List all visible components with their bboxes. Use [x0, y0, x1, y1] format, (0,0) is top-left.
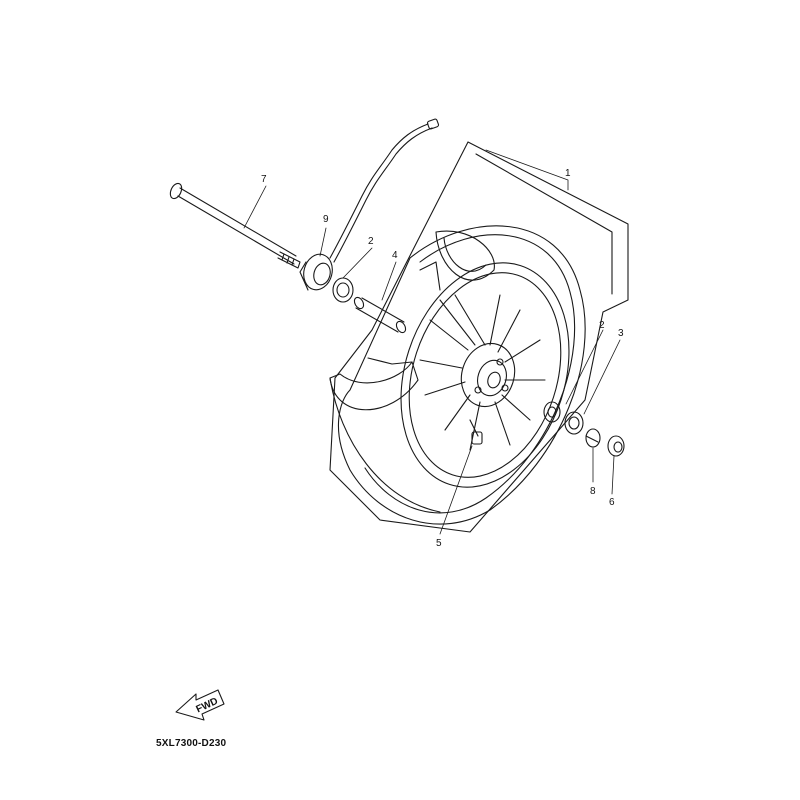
- callout-5: 5: [436, 538, 442, 549]
- speedometer-gear-unit: [299, 118, 440, 291]
- leader-line-2-left: [342, 247, 373, 279]
- leader-line-3: [583, 339, 621, 415]
- callout-6: 6: [609, 497, 615, 508]
- spacer: [353, 296, 407, 334]
- leader-line-4: [381, 261, 397, 301]
- leader-line-2-right: [565, 329, 604, 405]
- bearing-left: [332, 277, 354, 303]
- callout-2-left: 2: [368, 236, 374, 247]
- leader-line-5: [439, 445, 473, 535]
- leader-line-7: [243, 185, 267, 229]
- callout-4: 4: [392, 250, 398, 261]
- collar: [607, 435, 625, 457]
- leader-line-9: [319, 227, 327, 257]
- callout-9: 9: [323, 214, 329, 225]
- forward-arrow-icon: [175, 689, 225, 721]
- assembly-group-outline: [329, 141, 629, 533]
- callout-3: 3: [618, 328, 624, 339]
- oil-seal: [564, 411, 584, 435]
- leader-lines: [243, 149, 621, 535]
- leader-line-6: [611, 455, 615, 495]
- callout-2-right: 2: [599, 320, 605, 331]
- wheel-axle: [169, 182, 301, 269]
- callout-1: 1: [565, 168, 571, 179]
- leader-line-1: [485, 149, 569, 191]
- callout-7: 7: [261, 174, 267, 185]
- bearing-right: [543, 401, 561, 423]
- drawing-code: 5XL7300-D230: [156, 738, 227, 749]
- dust-seal: [585, 428, 601, 448]
- callout-labels: 1 2 2 3 4 5 6 7 8 9 FWD: [195, 168, 624, 715]
- callout-8: 8: [590, 486, 596, 497]
- wheel: [329, 225, 586, 525]
